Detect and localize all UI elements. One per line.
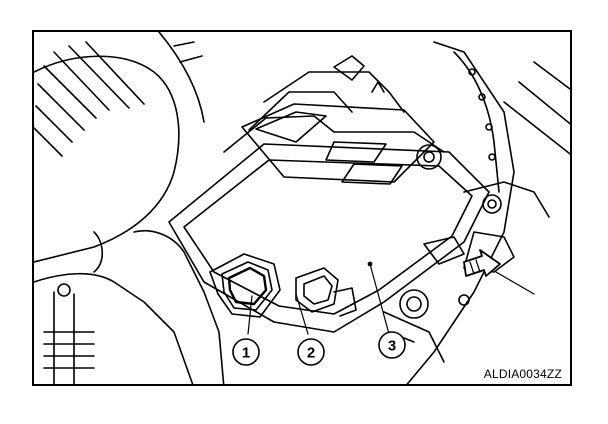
left-fender-area — [34, 32, 205, 263]
leader-lines — [247, 261, 390, 335]
figure-id: ALDIA0034ZZ — [483, 367, 562, 381]
callout-2: 2 — [297, 338, 325, 366]
leader-line-3 — [369, 263, 390, 335]
lower-left-structure — [34, 230, 225, 384]
ecm-module — [241, 81, 442, 185]
leader-line-1 — [247, 295, 253, 335]
harness-connector — [295, 267, 357, 317]
illustration-frame: 1 2 3 ALDIA0034ZZ — [32, 30, 572, 386]
engine-bay-line-drawing: 1 2 3 — [34, 32, 570, 384]
ecm-connector — [209, 253, 281, 318]
callout-2-number: 2 — [307, 345, 315, 362]
callout-3: 3 — [378, 331, 406, 359]
callout-1: 1 — [232, 338, 260, 366]
right-side-structure — [406, 41, 570, 384]
callout-3-number: 3 — [388, 338, 396, 355]
front-direction-arrow — [463, 249, 535, 295]
callout-1-number: 1 — [242, 345, 250, 362]
leader-line-2 — [295, 293, 309, 335]
